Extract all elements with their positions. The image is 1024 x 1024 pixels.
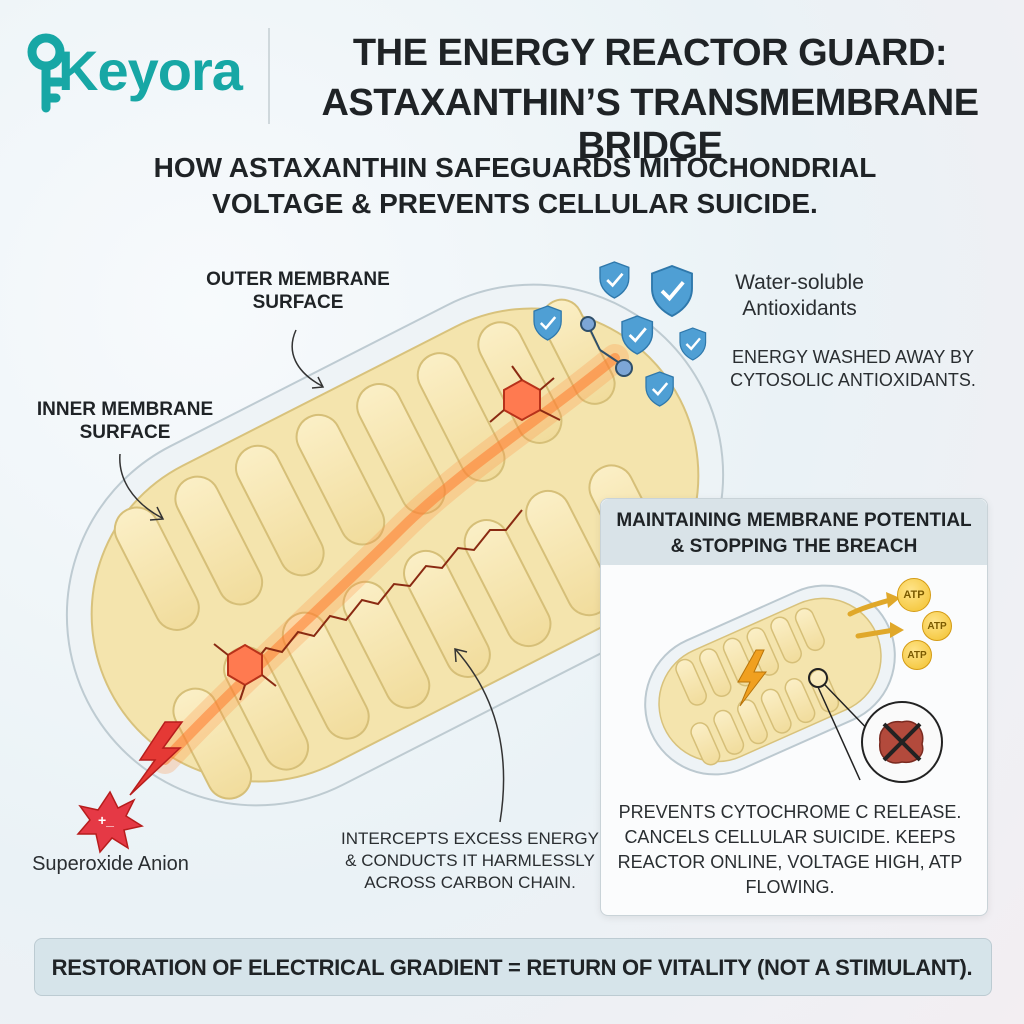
atp-arrow-icon	[847, 597, 893, 617]
superoxide-starburst-icon	[76, 790, 144, 854]
shield-icon	[645, 371, 674, 407]
intercepts-arrow	[455, 649, 505, 823]
atp-coin: ATP	[897, 578, 931, 612]
page-title-line2: ASTAXANTHIN’S TRANSMEMBRANE BRIDGE	[321, 82, 979, 167]
shield-icon	[651, 264, 693, 318]
superoxide-label: Superoxide Anion	[32, 853, 189, 875]
banner-text: RESTORATION OF ELECTRICAL GRADIENT = RET…	[51, 955, 973, 980]
atp-coin: ATP	[922, 611, 952, 641]
superoxide-charge: +_	[98, 812, 114, 828]
panel-header	[601, 499, 987, 565]
lightning-bolt-icon	[129, 721, 184, 796]
subtitle-line2: VOLTAGE & PREVENTS CELLULAR SUICIDE.	[212, 188, 818, 219]
panel-description: PREVENTS CYTOCHROME C RELEASE. CANCELS C…	[617, 802, 963, 897]
atp-coin: ATP	[902, 640, 932, 670]
small-lightning-icon	[737, 649, 768, 707]
shield-icon	[599, 261, 630, 299]
panel-title-line2: & STOPPING THE BREACH	[670, 536, 918, 557]
antioxidant-shields	[533, 261, 707, 407]
shield-icon	[679, 327, 707, 361]
mitochondrion-small	[644, 584, 896, 776]
outer-membrane-label: OUTER MEMBRANE SURFACE	[206, 269, 390, 313]
inner-membrane-arrow	[119, 453, 163, 519]
brand-logo-text: Keyora	[58, 39, 243, 102]
shield-icon	[533, 305, 562, 341]
energy-washed-label: ENERGY WASHED AWAY BY CYTOSOLIC ANTIOXID…	[730, 347, 976, 390]
subtitle-line1: HOW ASTAXANTHIN SAFEGUARDS MITOCHONDRIAL	[153, 152, 877, 183]
inner-membrane-label: INNER MEMBRANE SURFACE	[36, 399, 214, 443]
intercepts-label: INTERCEPTS EXCESS ENERGY & CONDUCTS IT H…	[341, 829, 599, 892]
keyora-logo-icon	[27, 33, 65, 113]
astaxanthin-molecule	[151, 344, 629, 774]
molecule-balls-icon	[580, 316, 633, 377]
header-divider	[268, 28, 270, 124]
page-title-line1: THE ENERGY REACTOR GUARD:	[352, 32, 948, 74]
panel-title-line1: MAINTAINING MEMBRANE POTENTIAL	[616, 510, 972, 531]
blocked-cytochrome-icon	[861, 701, 943, 783]
outer-membrane-arrow	[291, 329, 323, 387]
water-soluble-label: Water-soluble Antioxidants	[735, 271, 864, 320]
bottom-banner	[34, 938, 992, 996]
shield-icon	[621, 315, 654, 355]
